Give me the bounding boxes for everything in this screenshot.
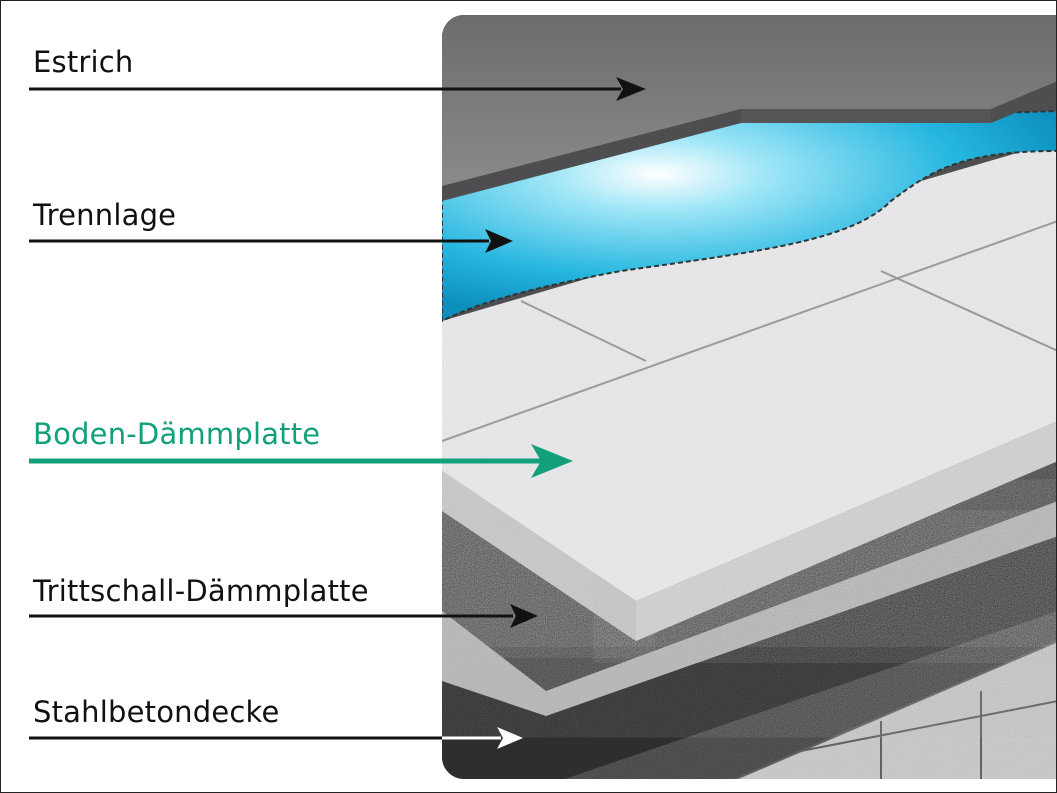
boden-board-left-face: [442, 471, 636, 641]
boden-board-front-face: [636, 421, 1056, 641]
brick-wall: [700, 639, 1056, 779]
board-joints: [442, 220, 1056, 442]
estrich-right-edge: [991, 81, 1056, 123]
boden-daemmplatte-top: [442, 141, 1056, 601]
estrich-top: [442, 15, 1056, 186]
trennlage-layer: [442, 109, 1056, 323]
estrich-step-edge: [741, 109, 991, 123]
label-trittschall-daemmplatte: Trittschall-Dämmplatte: [33, 574, 369, 608]
trittschall-layer: [442, 501, 1056, 716]
label-estrich: Estrich: [33, 45, 134, 79]
stahlbetondecke-slab: [442, 536, 1056, 779]
label-boden-daemmplatte: Boden-Dämmplatte: [33, 417, 321, 451]
label-trennlage: Trennlage: [33, 198, 177, 232]
label-stahlbetondecke: Stahlbetondecke: [33, 695, 280, 729]
estrich-edge: [442, 109, 741, 201]
